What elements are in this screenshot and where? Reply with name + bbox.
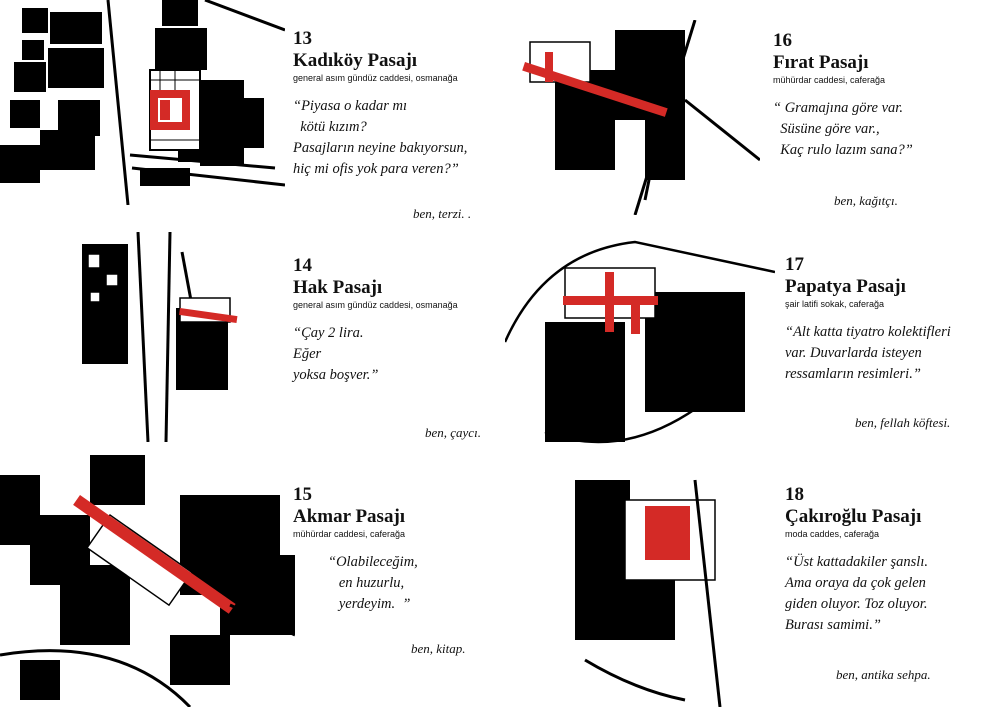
- passage-address: mühürdar caddesi, caferağa: [293, 529, 406, 539]
- quote-line: ressamların resimleri.”: [785, 366, 921, 382]
- map-17: [505, 232, 775, 462]
- quote-line: Kaç rulo lazım sana?”: [773, 142, 913, 158]
- entry-number: 14: [293, 255, 312, 276]
- entry-number: 13: [293, 28, 312, 49]
- quote-line: yerdeyim. ”: [328, 596, 411, 612]
- site-plan-14: [82, 232, 238, 442]
- quote-line: yoksa boşver.”: [293, 367, 379, 383]
- passage-name: Kadıköy Pasajı: [293, 50, 418, 71]
- entry-14: 14 Hak Pasajı general asım gündüz caddes…: [293, 256, 518, 386]
- map-14: [70, 232, 290, 442]
- map-16: [505, 20, 760, 215]
- signature-16: ben, kağıtçı.: [834, 193, 898, 208]
- quote-line: “ Gramajına göre var.: [773, 100, 903, 116]
- quote-line: “Çay 2 lira.: [293, 325, 364, 341]
- passage-address: general asım gündüz caddesi, osmanağa: [293, 300, 458, 310]
- entry-number: 15: [293, 484, 312, 505]
- site-plan-13: [0, 0, 285, 205]
- map-13: [0, 0, 285, 205]
- passage-address: şair latifi sokak, caferağa: [785, 299, 885, 309]
- quote: “Olabileceğim, en huzurlu, yerdeyim. ”: [328, 552, 518, 615]
- signature-14: ben, çaycı.: [425, 425, 481, 440]
- site-plan-15: [0, 455, 295, 707]
- entry-number: 16: [773, 30, 792, 51]
- quote-line: hiç mi ofis yok para veren?”: [293, 161, 459, 177]
- signature-15: ben, kitap.: [411, 641, 466, 656]
- entry-number: 18: [785, 484, 804, 505]
- quote-line: “Olabileceğim,: [328, 554, 418, 570]
- map-18: [565, 470, 740, 707]
- entry-18: 18 Çakıroğlu Pasajı moda caddes, caferağ…: [785, 485, 995, 636]
- quote-line: Süsüne göre var.,: [773, 121, 880, 137]
- signature-17: ben, fellah köftesi.: [855, 415, 951, 430]
- entry-15: 15 Akmar Pasajı mühürdar caddesi, cafera…: [293, 485, 518, 615]
- quote-line: Ama oraya da çok gelen: [785, 575, 926, 591]
- passage-name: Hak Pasajı: [293, 277, 383, 298]
- quote-line: en huzurlu,: [328, 575, 405, 591]
- passage-name: Akmar Pasajı: [293, 506, 406, 527]
- entry-17: 17 Papatya Pasajı şair latifi sokak, caf…: [785, 255, 995, 385]
- entry-16: 16 Fırat Pasajı mühürdar caddesi, cafera…: [773, 31, 993, 161]
- quote: “Çay 2 lira. Eğer yoksa boşver.”: [293, 323, 518, 386]
- signature-13: ben, terzi. .: [413, 206, 472, 221]
- quote-line: giden oluyor. Toz oluyor.: [785, 596, 928, 612]
- entry-number: 17: [785, 254, 804, 275]
- passage-address: mühürdar caddesi, caferağa: [773, 75, 886, 85]
- quote-line: var. Duvarlarda isteyen: [785, 345, 922, 361]
- quote-line: Pasajların neyine bakıyorsun,: [293, 140, 468, 156]
- passage-name: Papatya Pasajı: [785, 276, 906, 297]
- quote-line: “Piyasa o kadar mı: [293, 98, 407, 114]
- site-plan-17: [505, 240, 775, 444]
- quote-line: Eğer: [293, 346, 322, 362]
- quote: “Üst kattadakiler şanslı. Ama oraya da ç…: [785, 552, 995, 636]
- quote-line: “Alt katta tiyatro kolektifleri: [785, 324, 951, 340]
- quote: “Alt katta tiyatro kolektifleri var. Duv…: [785, 322, 995, 385]
- passage-address: general asım gündüz caddesi, osmanağa: [293, 73, 458, 83]
- entry-13: 13 Kadıköy Pasajı general asım gündüz ca…: [293, 29, 518, 180]
- passage-name: Fırat Pasajı: [773, 52, 869, 73]
- quote-line: “Üst kattadakiler şanslı.: [785, 554, 928, 570]
- map-15: [0, 455, 295, 707]
- passage-address: moda caddes, caferağa: [785, 529, 880, 539]
- passage-name: Çakıroğlu Pasajı: [785, 506, 922, 527]
- signature-18: ben, antika sehpa.: [836, 667, 931, 682]
- quote-line: Burası samimi.”: [785, 617, 881, 633]
- site-plan-16: [522, 20, 760, 215]
- quote: “Piyasa o kadar mı kötü kızım? Pasajları…: [293, 96, 518, 180]
- quote-line: kötü kızım?: [293, 119, 367, 135]
- site-plan-18: [575, 479, 722, 707]
- quote: “ Gramajına göre var. Süsüne göre var., …: [773, 98, 993, 161]
